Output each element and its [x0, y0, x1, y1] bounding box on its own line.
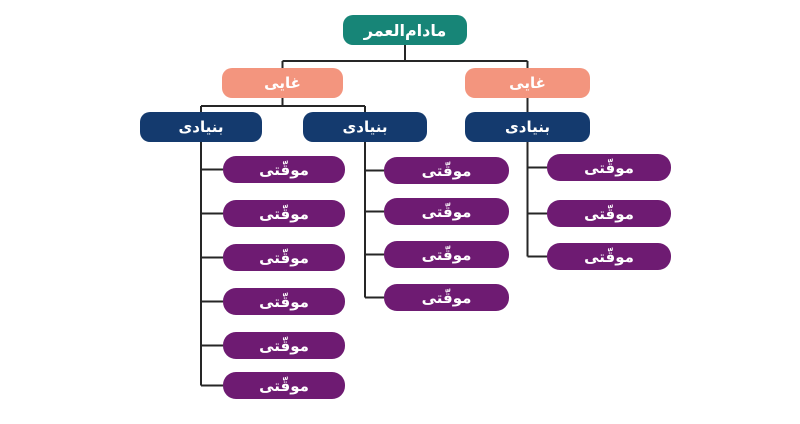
- node-temporary: موقّتی: [547, 243, 671, 270]
- leaf-column-connectors: [200, 142, 547, 387]
- node-temporary: موقّتی: [223, 244, 345, 271]
- node-temporary: موقّتی: [547, 200, 671, 227]
- node-temporary: موقّتی: [384, 284, 509, 311]
- node-lifelong-root: مادام‌العمر: [343, 15, 467, 45]
- node-temporary: موقّتی: [384, 157, 509, 184]
- node-temporary: موقّتی: [223, 288, 345, 315]
- node-fundamental-right: بنیادی: [465, 112, 590, 142]
- node-temporary: موقّتی: [223, 156, 345, 183]
- node-temporary: موقّتی: [384, 198, 509, 225]
- upper-tree-connectors: [200, 45, 529, 112]
- node-fundamental-left: بنیادی: [140, 112, 262, 142]
- node-fundamental-middle: بنیادی: [303, 112, 427, 142]
- node-ultimate-left: غایی: [222, 68, 343, 98]
- node-ultimate-right: غایی: [465, 68, 590, 98]
- node-temporary: موقّتی: [384, 241, 509, 268]
- node-temporary: موقّتی: [547, 154, 671, 181]
- node-temporary: موقّتی: [223, 372, 345, 399]
- node-temporary: موقّتی: [223, 200, 345, 227]
- node-temporary: موقّتی: [223, 332, 345, 359]
